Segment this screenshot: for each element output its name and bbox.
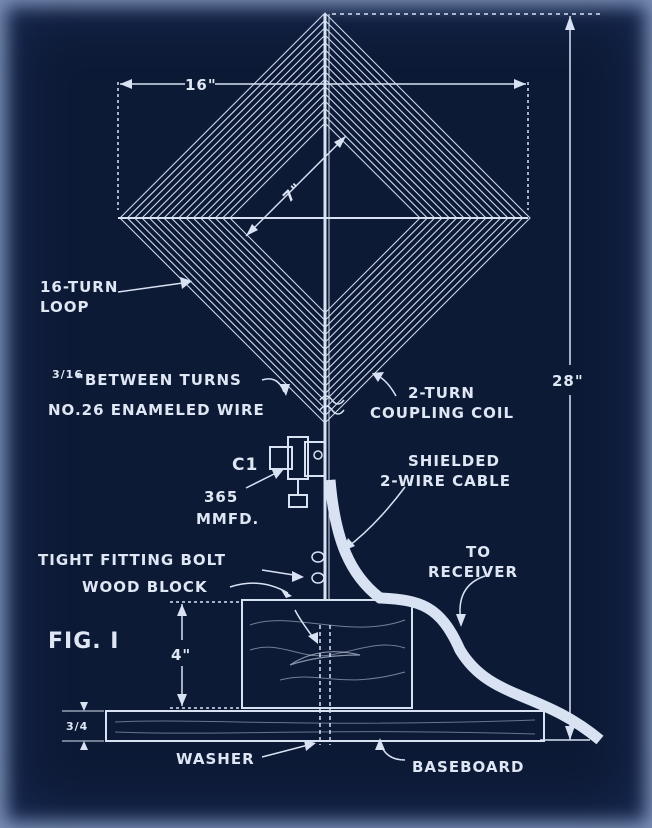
- overall-height-label: 28": [552, 372, 584, 390]
- wood-block: [241, 599, 413, 709]
- spacing-fraction: 3/16: [52, 368, 83, 381]
- loop-width-dimension: 16": [117, 76, 529, 210]
- block-height-label: 4": [171, 646, 191, 664]
- coupling-label-line1: 2-TURN: [408, 384, 475, 402]
- wire-label: NO.26 ENAMELED WIRE: [48, 401, 265, 419]
- pointer-arrows: [117, 277, 486, 761]
- bolt-label: TIGHT FITTING BOLT: [38, 551, 226, 569]
- figure-label: FIG. I: [48, 629, 119, 654]
- cable-label-line2: 2-WIRE CABLE: [380, 472, 511, 490]
- baseboard-label: BASEBOARD: [412, 758, 524, 776]
- capacitor-c1: [269, 400, 326, 508]
- coupling-coil: [319, 395, 345, 415]
- washer-label: WASHER: [176, 750, 255, 768]
- loop-label-line2: LOOP: [40, 298, 90, 316]
- capacitor-value-line2: MMFD.: [196, 510, 259, 528]
- spacing-label: "BETWEEN TURNS: [76, 371, 242, 389]
- capacitor-label: C1: [232, 455, 258, 475]
- nut-upper: [311, 551, 325, 563]
- base-thickness-label: 3/4: [66, 720, 88, 733]
- nut-lower: [311, 572, 325, 584]
- baseboard-board: [105, 710, 545, 742]
- receiver-label-line2: RECEIVER: [428, 563, 518, 581]
- coupling-label-line2: COUPLING COIL: [370, 404, 514, 422]
- wood-block-label: WOOD BLOCK: [82, 578, 208, 596]
- capacitor-value-line1: 365: [204, 488, 238, 506]
- loop-width-label: 16": [185, 76, 217, 94]
- loop-label-line1: 16-TURN: [40, 278, 118, 296]
- overall-height-dimension: 28": [332, 13, 600, 741]
- base-thickness-dimension: 3/4: [62, 702, 104, 750]
- block-height-dimension: 4": [170, 601, 242, 709]
- inner-width-label: 7": [279, 179, 306, 206]
- receiver-label-line1: TO: [466, 543, 491, 561]
- cable-label-line1: SHIELDED: [408, 452, 500, 470]
- shielded-cable: [324, 479, 604, 745]
